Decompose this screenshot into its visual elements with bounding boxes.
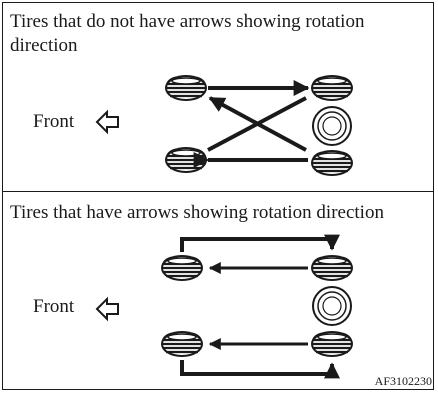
tire-icon: [160, 254, 204, 282]
panel-1-caption: Tires that do not have arrows showing ro…: [10, 10, 364, 58]
panel-divider: [2, 191, 434, 192]
spare-tire-icon: [312, 286, 352, 326]
panel-1-diagram: [96, 74, 354, 177]
panel-1-front-label: Front: [33, 111, 75, 132]
panel-1-caption-line-1: Tires that do not have arrows showing ro…: [10, 11, 365, 32]
panel-1-caption-line-2: direction: [10, 35, 78, 56]
rotation-arrow: [180, 360, 340, 379]
tire-icon: [164, 146, 208, 174]
front-arrow-icon: [96, 111, 119, 133]
panel-2-diagram: [96, 234, 354, 379]
tire-icon: [164, 74, 208, 102]
figure-code: AF3102230: [374, 374, 432, 388]
tire-icon: [310, 330, 354, 358]
spare-tire-icon: [312, 106, 352, 146]
tire-icon: [310, 149, 354, 177]
tire-icon: [310, 254, 354, 282]
tire-icon: [310, 74, 354, 102]
tire-icon: [160, 330, 204, 358]
rotation-arrow: [208, 96, 307, 152]
front-arrow-icon: [96, 298, 119, 320]
figure-frame: [2, 2, 434, 390]
panel-2-caption: Tires that have arrows showing rotation …: [10, 202, 384, 223]
rotation-arrow: [180, 234, 340, 252]
panel-2-front-label: Front: [33, 296, 75, 317]
